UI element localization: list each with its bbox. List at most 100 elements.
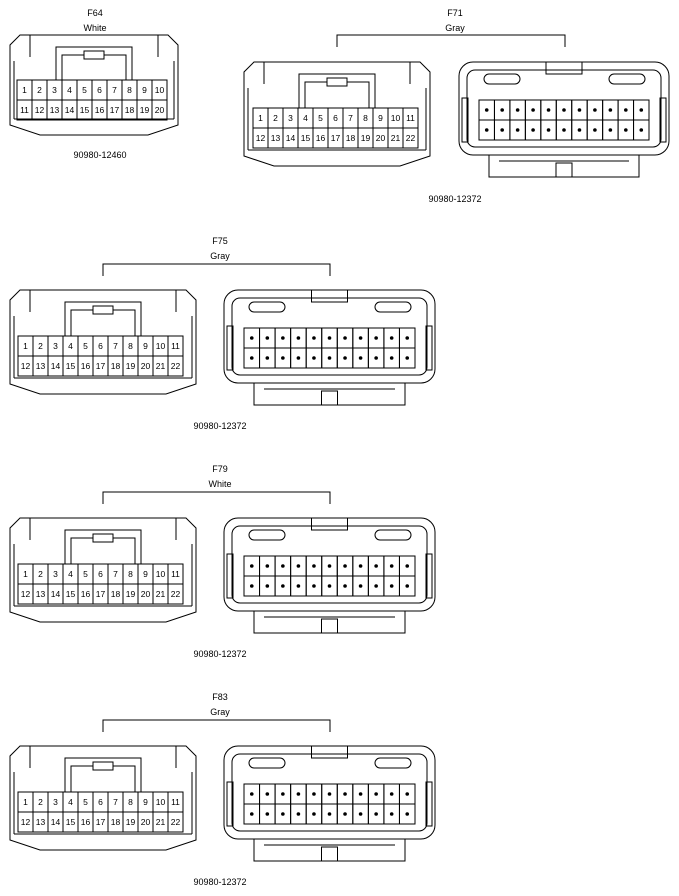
terminal-dot	[405, 812, 410, 816]
terminal-dot	[593, 128, 597, 132]
pin-number: 3	[52, 85, 57, 95]
latch-tab	[326, 77, 348, 87]
housing-front-F71	[243, 61, 431, 167]
pin-number: 22	[170, 589, 181, 599]
latch-frame	[64, 757, 142, 792]
slot-right	[608, 73, 646, 85]
housing-outline	[458, 61, 670, 156]
pin-number: 11	[171, 341, 180, 351]
terminal-dot	[546, 108, 551, 112]
slot-left	[248, 529, 286, 541]
terminal-dot	[312, 584, 316, 588]
pin-number: 17	[95, 361, 106, 371]
housing-ledge	[13, 772, 193, 834]
pin-number: 3	[53, 797, 58, 807]
pin-number: 11	[406, 113, 415, 123]
pin-number: 20	[140, 589, 151, 599]
pin-number: 21	[155, 817, 166, 827]
pin-number: 18	[110, 361, 121, 371]
pin-number: 10	[155, 569, 166, 579]
pin-number: 20	[140, 361, 151, 371]
terminal-dot	[327, 792, 332, 796]
pin-number: 17	[330, 133, 341, 143]
pin-number: 4	[68, 569, 73, 579]
terminal-dot	[531, 128, 535, 132]
pin-number: 5	[83, 341, 88, 351]
terminal-dot	[343, 564, 347, 568]
pin-number: 10	[155, 341, 166, 351]
housing-ledge	[13, 61, 175, 119]
pin-number: 10	[155, 797, 166, 807]
pin-number: 21	[155, 361, 166, 371]
pin-number: 18	[124, 105, 135, 115]
terminal-dot	[484, 128, 489, 132]
lock-tab	[321, 390, 338, 406]
terminal-dot	[281, 336, 285, 340]
pin-number: 9	[143, 569, 148, 579]
terminal-dot	[562, 108, 566, 112]
key-notch	[545, 62, 583, 75]
pin-number: 8	[127, 85, 132, 95]
housing-outline	[243, 61, 431, 167]
pin-number: 2	[273, 113, 278, 123]
pin-cell	[167, 355, 184, 377]
terminal-dot	[389, 792, 394, 796]
slot-left	[248, 757, 286, 769]
terminal-dot	[327, 356, 332, 360]
terminal-dot	[608, 128, 613, 132]
pin-number: 16	[80, 817, 91, 827]
housing-outline	[223, 289, 436, 384]
terminal-dot	[265, 336, 270, 340]
terminal-dot	[281, 792, 285, 796]
pin-number: 14	[50, 817, 61, 827]
terminal-dot	[389, 812, 394, 816]
part-number: 90980-12460	[73, 150, 127, 160]
lock-tab	[321, 618, 338, 634]
terminal-dot	[296, 564, 301, 568]
pin-number: 3	[53, 569, 58, 579]
terminal-dot	[249, 812, 254, 816]
housing-inner	[231, 297, 428, 376]
terminal-dot	[327, 584, 332, 588]
pin-number: 8	[128, 341, 133, 351]
pin-number: 19	[125, 361, 136, 371]
pin-cell	[151, 99, 168, 121]
pin-number: 12	[20, 589, 31, 599]
pin-number: 22	[405, 133, 416, 143]
terminal-dot	[358, 792, 363, 796]
terminal-dot	[249, 564, 254, 568]
part-number: 90980-12372	[193, 877, 247, 887]
pin-number: 12	[255, 133, 266, 143]
housing-rear	[223, 517, 436, 634]
pin-number: 17	[95, 589, 106, 599]
terminal-dot	[374, 584, 378, 588]
slot-left	[483, 73, 521, 85]
terminal-dot	[265, 564, 270, 568]
housing-outline	[9, 289, 197, 395]
part-number: 90980-12372	[428, 194, 482, 204]
terminal-dot	[358, 336, 363, 340]
pin-number: 2	[37, 85, 42, 95]
connector-color: Gray	[210, 251, 230, 261]
terminal-dot	[265, 584, 270, 588]
pin-number: 5	[318, 113, 323, 123]
terminal-dot	[343, 336, 347, 340]
housing-inner	[231, 753, 428, 832]
side-tab	[425, 325, 433, 371]
pin-number: 11	[171, 569, 180, 579]
pin-number: 9	[378, 113, 383, 123]
pin-number: 20	[154, 105, 165, 115]
pin-number: 20	[375, 133, 386, 143]
terminal-dot	[389, 564, 394, 568]
pin-number: 2	[38, 341, 43, 351]
view-bracket	[102, 263, 331, 276]
pin-number: 4	[67, 85, 72, 95]
pin-number: 1	[23, 569, 28, 579]
connector-id: F75	[212, 236, 228, 246]
pin-number: 19	[125, 817, 136, 827]
terminal-dot	[639, 108, 644, 112]
terminal-dot	[389, 356, 394, 360]
terminal-dot	[515, 128, 520, 132]
pin-number: 8	[128, 569, 133, 579]
